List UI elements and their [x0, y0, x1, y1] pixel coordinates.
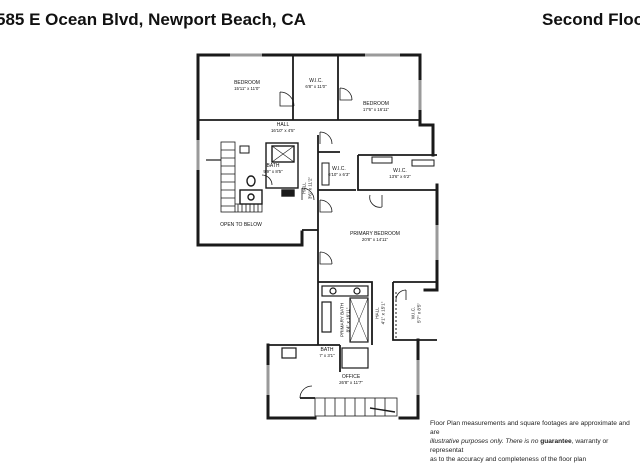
room-label-open-to-below: OPEN TO BELOW	[220, 222, 262, 228]
office-stair	[314, 397, 398, 417]
staircase	[206, 141, 263, 213]
listing-address: 585 E Ocean Blvd, Newport Beach, CA	[0, 10, 306, 29]
room-label-wic-1: W.I.C.6'8" x 11'0"	[305, 78, 327, 89]
disclaimer-line-1: Floor Plan measurements and square foota…	[430, 420, 630, 436]
disclaimer-line-2-end: , warranty or representat	[430, 438, 609, 454]
disclaimer-line-2-start: illustrative purposes only. There is no	[430, 438, 541, 445]
disclaimer-guarantee-word: guarantee	[540, 438, 572, 445]
door-swings	[261, 87, 407, 399]
windows	[196, 53, 439, 395]
primary-bath-fixtures	[281, 285, 369, 369]
room-label-wic-3: W.I.C.13'6" x 6'2"	[389, 168, 411, 179]
interior-walls	[198, 55, 437, 399]
closet-shelving	[321, 156, 435, 340]
floor-plan-disclaimer: Floor Plan measurements and square foota…	[430, 419, 640, 464]
room-label-wic-4: W.I.C.5'7" x 8'5"	[410, 302, 422, 324]
disclaimer-line-2: illustrative purposes only. There is no …	[430, 437, 640, 455]
floor-level-title: Second Floor	[542, 10, 640, 29]
room-label-wic-2: W.I.C.6'10" x 6'3"	[328, 166, 350, 177]
